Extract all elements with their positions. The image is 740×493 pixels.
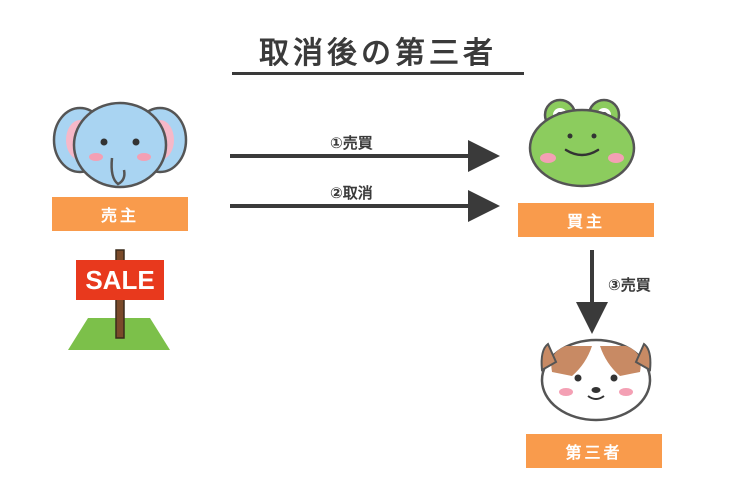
cancel-arrow-label: ②取消 bbox=[330, 184, 373, 202]
resale-arrow-label: ③売買 bbox=[608, 276, 651, 294]
third-party-label: 第三者 bbox=[526, 434, 662, 468]
sale-arrow-label: ①売買 bbox=[330, 134, 373, 152]
frog-icon bbox=[528, 98, 636, 188]
buyer-label: 買主 bbox=[518, 203, 654, 237]
diagram-title: 取消後の第三者 bbox=[259, 36, 497, 71]
title-underline bbox=[232, 72, 524, 75]
dog-icon bbox=[540, 338, 652, 422]
seller-label: 売主 bbox=[52, 197, 188, 231]
sale-sign-text: SALE bbox=[85, 265, 154, 295]
sale-sign-icon bbox=[68, 249, 170, 350]
elephant-icon bbox=[52, 101, 188, 189]
